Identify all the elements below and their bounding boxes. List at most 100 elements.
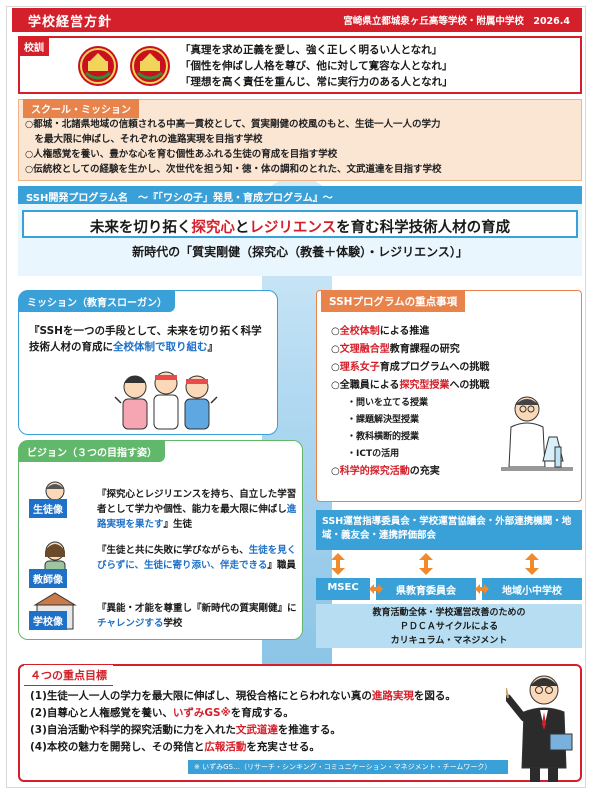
ssh-main-text: 未来を切り拓く bbox=[89, 220, 192, 236]
org-msec: MSEC bbox=[316, 578, 370, 600]
vision-text: 『異能・才能を尊重し『新時代の質実剛健』に bbox=[97, 603, 297, 614]
mission-slogan-text: 『SSHを一つの手段として、未来を切り拓く科学技術人材の育成に全校体制で取り組む… bbox=[29, 323, 269, 355]
goal-text: (4)本校の魅力を開発し、その発信と bbox=[30, 741, 205, 753]
vision-text: 』生徒 bbox=[163, 519, 193, 530]
page-frame bbox=[6, 6, 586, 788]
ssh-subtitle: 新時代の「質実剛健（探究心（教養＋体験）・レジリエンス）」 bbox=[132, 245, 468, 259]
org-prefecture-board: 県教育委員会 bbox=[376, 578, 476, 600]
header-bar: 学校経営方針 宮崎県立都城泉ヶ丘高等学校・附属中学校 2026.4 bbox=[12, 8, 582, 32]
pdca-cycle-box: 教育活動全体・学校運営改善のための ＰＤＣＡサイクルによる カリキュラム・マネジ… bbox=[316, 604, 582, 648]
vision-highlight: チャレンジする bbox=[97, 618, 164, 629]
goal-item: (4)本校の魅力を開発し、その発信と広報活動を充実させる。 bbox=[30, 739, 530, 756]
key-point-item: ○科学的探究活動の充実 bbox=[331, 463, 571, 481]
bullet-mark: ○ bbox=[331, 380, 340, 391]
org-committee: SSH運営指導委員会・学校運営協議会・外部連携機関・地域・義友会・連携評価部会 bbox=[316, 510, 582, 550]
school-emblem-icon bbox=[78, 46, 118, 86]
motto-line: 「理想を高く責任を重んじ、常に実行力のある人となれ」 bbox=[180, 76, 453, 88]
teacher-pointing-illustration-icon bbox=[506, 675, 573, 782]
mission-slogan-box: ミッション（教育スローガン） 『SSHを一つの手段として、未来を切り拓く科学技術… bbox=[18, 290, 278, 435]
goal-item: (1)生徒一人一人の学力を最大限に伸ばし、現役合格にとらわれない真の進路実現を図… bbox=[30, 688, 530, 705]
key-point-text: 育成プログラムへの挑戦 bbox=[379, 362, 490, 373]
ssh-program-name: SSH開発プログラム名 ～『「ワシの子」発見・育成プログラム』～ bbox=[18, 186, 582, 204]
key-point-text: の充実 bbox=[409, 466, 440, 477]
bidirectional-arrow-icon bbox=[331, 553, 345, 575]
goal-highlight: 広報活動 bbox=[204, 741, 247, 753]
key-point-text: 全職員による bbox=[339, 380, 400, 391]
ssh-key-points-box: SSHプログラムの重点事項 ○全校体制による推進 ○文理融合型教育課程の研究 ○… bbox=[316, 290, 582, 502]
ssh-main-goal: 未来を切り拓く探究心とレジリエンスを育む科学技術人材の育成 bbox=[22, 210, 578, 238]
ssh-program-box: SSH開発プログラム名 ～『「ワシの子」発見・育成プログラム』～ 未来を切り拓く… bbox=[18, 186, 582, 276]
school-emblem-icon bbox=[130, 46, 170, 86]
vision-students-label: 生徒像 bbox=[29, 499, 67, 518]
goals-footnote: ※ いずみGS…（リサーチ・シンキング・コミュニケーション・マネジメント・チーム… bbox=[188, 760, 508, 774]
goal-text: (3)自治活動や科学的探究活動に力を入れた bbox=[30, 724, 236, 736]
vision-box: ビジョン（３つの目指す姿） 生徒像 『探究心とレジリエンスを持ち、自立した学習者… bbox=[18, 440, 303, 640]
motto-lines: 「真理を求め正義を愛し、強く正しく明るい人となれ」 「個性を伸ばし人格を尊び、他… bbox=[180, 42, 453, 90]
goals-label: ４つの重点目標 bbox=[24, 665, 113, 686]
key-point-highlight: 全校体制 bbox=[339, 326, 380, 337]
goal-text: を図る。 bbox=[413, 690, 456, 702]
vision-students-text: 『探究心とレジリエンスを持ち、自立した学習者として学力や個性、能力を最大限に伸ば… bbox=[97, 487, 297, 532]
key-point-subitem: ・問いを立てる授業 bbox=[347, 398, 429, 408]
motto-line: 「個性を伸ばし人格を尊び、他に対して寛容な人となれ」 bbox=[180, 60, 453, 72]
bidirectional-arrow-icon bbox=[419, 553, 433, 575]
key-point-item: ○全職員による探究型授業への挑戦 bbox=[331, 377, 571, 395]
key-point-item: ○文理融合型教育課程の研究 bbox=[331, 341, 571, 359]
key-point-subitem: ・ICTの活用 bbox=[347, 449, 400, 459]
key-points-list: ○全校体制による推進 ○文理融合型教育課程の研究 ○理系女子育成プログラムへの挑… bbox=[331, 323, 571, 481]
goals-list: (1)生徒一人一人の学力を最大限に伸ばし、現役合格にとらわれない真の進路実現を図… bbox=[30, 688, 530, 756]
bidirectional-arrow-icon bbox=[525, 553, 539, 575]
vision-teachers-label: 教師像 bbox=[29, 569, 67, 588]
ssh-main-text: と bbox=[234, 220, 250, 236]
key-point-highlight: 文理融合型 bbox=[339, 344, 390, 355]
vision-text: 』職員 bbox=[267, 560, 296, 571]
goal-text: (2)自尊心と人権感覚を養い、 bbox=[30, 707, 173, 719]
horizontal-arrow-icon bbox=[369, 584, 383, 594]
slogan-text: 『SSHを一つの手段として、未来を切り拓く科学技術人材の育成に bbox=[29, 325, 262, 353]
goal-text: を育成する。 bbox=[230, 707, 294, 719]
mission-line: を最大限に伸ばし、それぞれの進路実現を目指す学校 bbox=[25, 134, 263, 145]
vision-text: 『生徒と共に失敗に学びながらも、 bbox=[97, 545, 249, 556]
key-point-text: への挑戦 bbox=[449, 380, 490, 391]
vision-label: ビジョン（３つの目指す姿） bbox=[19, 441, 165, 462]
mission-line: ○都城・北諸県地域の信頼される中高一貫校として、質実剛健の校風のもと、生徒一人一… bbox=[25, 119, 441, 130]
motto-line: 「真理を求め正義を愛し、強く正しく明るい人となれ」 bbox=[180, 44, 443, 56]
vision-text: 学校 bbox=[163, 618, 183, 629]
goal-text: (1)生徒一人一人の学力を最大限に伸ばし、現役合格にとらわれない真の bbox=[30, 690, 372, 702]
page-title: 学校経営方針 bbox=[28, 15, 113, 30]
bullet-mark: ○ bbox=[331, 466, 340, 477]
key-point-item: ○理系女子育成プログラムへの挑戦 bbox=[331, 359, 571, 377]
school-mission-box: スクール・ミッション ○都城・北諸県地域の信頼される中高一貫校として、質実剛健の… bbox=[18, 99, 582, 181]
vision-teachers-text: 『生徒と共に失敗に学びながらも、生徒を見くびらずに、生徒に寄り添い、伴走できる』… bbox=[97, 543, 297, 573]
key-point-subitem: ・教科横断的授業 bbox=[347, 432, 420, 442]
key-point-highlight: 理系女子 bbox=[339, 362, 380, 373]
mission-line: ○人権感覚を養い、豊かな心を育む個性あふれる生徒の育成を目指す学校 bbox=[25, 149, 338, 160]
goal-item: (2)自尊心と人権感覚を養い、いずみGS※を育成する。 bbox=[30, 705, 530, 722]
pdca-line: ＰＤＣＡサイクルによる bbox=[399, 622, 499, 632]
four-goals-box: ４つの重点目標 (1)生徒一人一人の学力を最大限に伸ばし、現役合格にとらわれない… bbox=[18, 664, 582, 782]
bullet-mark: ○ bbox=[331, 344, 340, 355]
vision-highlight: 進路実現を果たす bbox=[97, 504, 297, 530]
vision-school-text: 『異能・才能を尊重し『新時代の質実剛健』にチャレンジする学校 bbox=[97, 601, 297, 631]
goal-text: を推進する。 bbox=[277, 724, 341, 736]
scientist-illustration-icon bbox=[501, 396, 573, 471]
horizontal-arrow-icon bbox=[475, 584, 489, 594]
vision-text: 『探究心とレジリエンスを持ち、自立した学習者として学力や個性、能力を最大限に伸ば… bbox=[97, 489, 297, 515]
school-motto-box: 校訓 「真理を求め正義を愛し、強く正しく明るい人となれ」 「個性を伸ばし人格を尊… bbox=[18, 36, 582, 94]
goal-highlight: 進路実現 bbox=[371, 690, 414, 702]
students-illustration-icon bbox=[114, 371, 218, 430]
ssh-main-highlight: レジリエンス bbox=[249, 220, 337, 236]
goal-highlight: いずみGS※ bbox=[172, 707, 231, 719]
bullet-mark: ○ bbox=[331, 362, 340, 373]
key-point-text: による推進 bbox=[379, 326, 430, 337]
key-point-subitem: ・課題解決型授業 bbox=[347, 415, 420, 425]
pdca-line: カリキュラム・マネジメント bbox=[390, 636, 508, 646]
goal-item: (3)自治活動や科学的探究活動に力を入れた文武道達を推進する。 bbox=[30, 722, 530, 739]
pdca-line: 教育活動全体・学校運営改善のための bbox=[372, 608, 526, 618]
vision-school-label: 学校像 bbox=[29, 611, 67, 630]
org-local-schools: 地域小中学校 bbox=[482, 578, 582, 600]
mission-line: ○伝統校としての経験を生かし、次世代を担う知・徳・体の調和のとれた、文武道達を目… bbox=[25, 164, 442, 175]
school-mission-label: スクール・ミッション bbox=[23, 99, 139, 118]
goal-highlight: 文武道達 bbox=[235, 724, 278, 736]
